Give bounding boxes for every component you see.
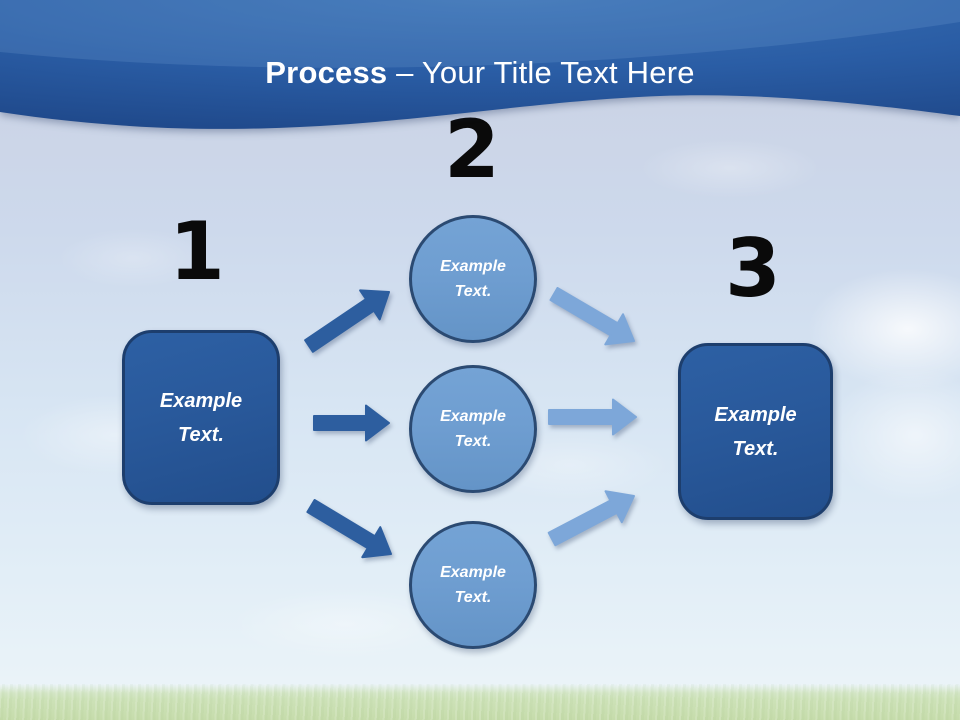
circle-top-label-line2: Text. <box>454 283 492 300</box>
slide-title: Process – Your Title Text Here <box>0 54 960 91</box>
step2-number: 2 <box>444 103 500 196</box>
circle-top-label-line1: Example <box>440 258 506 275</box>
banner-wave-shape <box>0 0 960 129</box>
arrow-circle-bottom-to-step3 <box>547 490 635 547</box>
step1-number: 1 <box>169 205 225 298</box>
circle-middle-label-line2: Text. <box>454 433 492 450</box>
step3-number: 3 <box>725 222 781 315</box>
title-rest: Your Title Text Here <box>421 55 695 90</box>
step3-box-label-line1: Example <box>714 403 797 426</box>
title-separator: – <box>387 55 422 90</box>
grass-strip <box>0 684 960 720</box>
arrow-circle-middle-to-step3 <box>548 398 637 436</box>
circle-middle-label-line1: Example <box>440 408 506 425</box>
arrow-step1-to-circle-middle <box>313 404 390 442</box>
step3-box-label-line2: Text. <box>732 437 779 460</box>
title-emphasis: Process <box>265 55 388 90</box>
arrow-step1-to-circle-bottom <box>306 499 392 559</box>
step1-box: Example Text. <box>122 330 280 505</box>
step2-circle-top: Example Text. <box>409 215 537 343</box>
step1-box-label-line2: Text. <box>178 423 224 446</box>
banner-highlight <box>0 0 960 68</box>
step2-circle-middle: Example Text. <box>409 365 537 493</box>
step2-circle-bottom: Example Text. <box>409 521 537 649</box>
circle-bottom-label-line1: Example <box>440 564 506 581</box>
step1-box-label-line1: Example <box>159 389 243 412</box>
step3-box: Example Text. <box>678 343 833 520</box>
arrow-circle-top-to-step3 <box>549 287 635 346</box>
circle-bottom-label-line2: Text. <box>454 589 492 606</box>
arrow-step1-to-circle-top <box>304 289 390 353</box>
header-banner <box>0 0 960 129</box>
